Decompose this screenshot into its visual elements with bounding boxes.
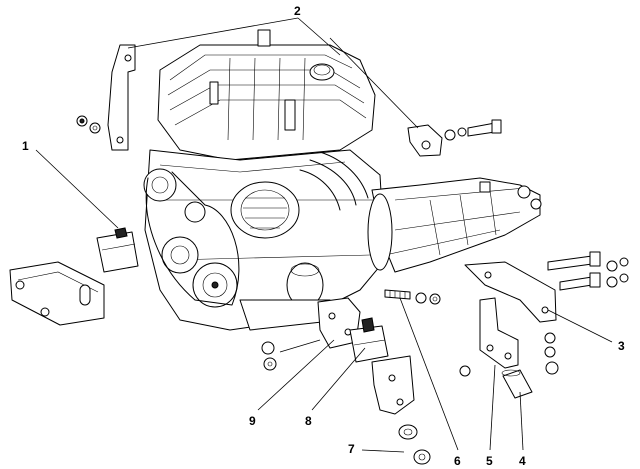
upper-brackets	[76, 44, 502, 157]
callout-8: 8	[305, 414, 312, 428]
callout-6: 6	[454, 454, 461, 468]
small-bracket	[459, 297, 519, 377]
bottom-washer-nut	[398, 424, 431, 465]
callouts: 1 2 3 4 5 6 7 8 9	[22, 4, 625, 468]
leader-lines	[35, 17, 613, 453]
right-mount-bracket	[464, 251, 629, 375]
callout-7: 7	[348, 442, 355, 456]
callout-1: 1	[22, 139, 29, 153]
spacer-bush	[501, 369, 533, 399]
engine-assembly	[143, 29, 542, 331]
callout-9: 9	[249, 414, 256, 428]
rear-mount	[261, 297, 415, 415]
callout-4: 4	[519, 454, 526, 468]
callout-2: 2	[294, 4, 301, 18]
stud-and-nuts	[384, 289, 441, 305]
left-engine-mount	[9, 227, 139, 326]
callout-5: 5	[486, 454, 493, 468]
callout-3: 3	[618, 339, 625, 353]
